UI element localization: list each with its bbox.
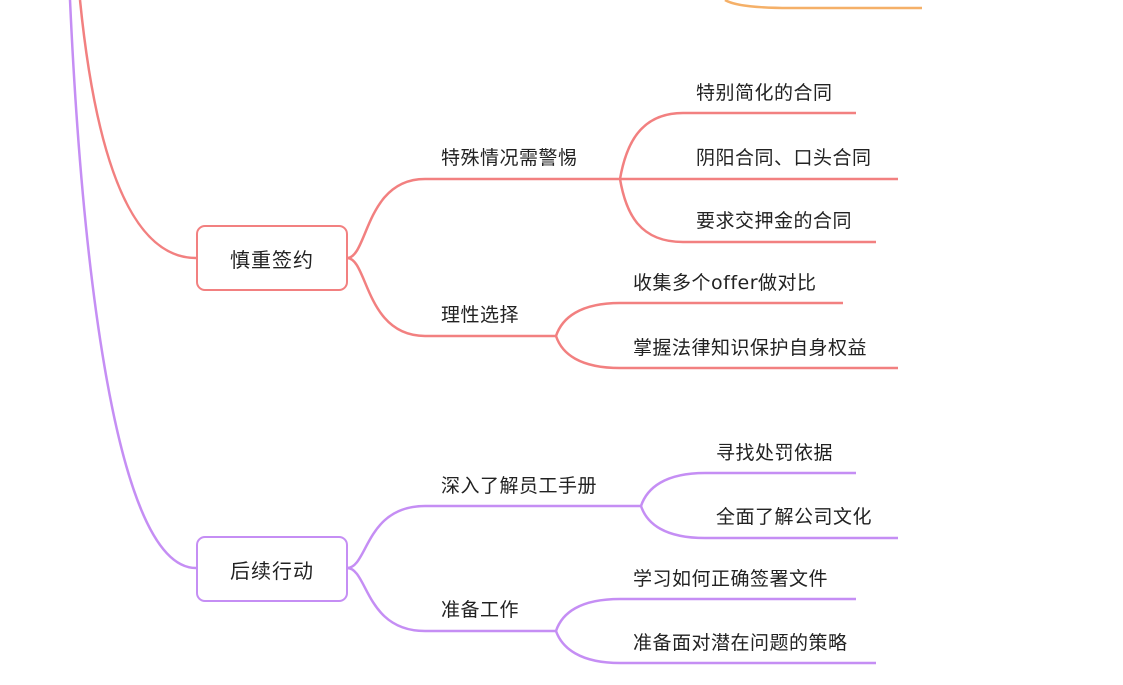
connector-group1-leaf3 <box>618 178 876 244</box>
topic-special-cases[interactable]: 特殊情况需警惕 <box>441 147 578 169</box>
connector-group4-leaf1 <box>554 597 856 632</box>
connector-root-to-signing <box>78 0 197 260</box>
connector-group2-leaf2 <box>554 335 898 370</box>
leaf-simplified-contract[interactable]: 特别简化的合同 <box>696 82 833 104</box>
connector-group1-leaf1 <box>618 111 856 180</box>
leaf-penalty-basis[interactable]: 寻找处罚依据 <box>716 442 834 464</box>
leaf-compare-offers[interactable]: 收集多个offer做对比 <box>633 272 817 294</box>
topic-employee-handbook[interactable]: 深入了解员工手册 <box>441 475 598 497</box>
leaf-yin-yang-contract[interactable]: 阴阳合同、口头合同 <box>696 147 872 169</box>
leaf-deposit-contract[interactable]: 要求交押金的合同 <box>696 210 853 232</box>
leaf-legal-knowledge[interactable]: 掌握法律知识保护自身权益 <box>633 337 868 359</box>
connector-group3-leaf2 <box>639 505 898 540</box>
node-signing-label: 慎重签约 <box>230 247 314 272</box>
connector-signing-to-group1 <box>346 177 620 260</box>
connector-followup-to-group2 <box>346 566 556 633</box>
connector-followup-to-group1 <box>346 504 641 570</box>
leaf-company-culture[interactable]: 全面了解公司文化 <box>716 506 873 528</box>
node-followup[interactable]: 后续行动 <box>196 536 348 602</box>
connector-group3-leaf1 <box>639 471 856 507</box>
connector-group4-leaf2 <box>554 630 876 665</box>
leaf-sign-documents[interactable]: 学习如何正确签署文件 <box>633 568 829 590</box>
node-followup-label: 后续行动 <box>230 558 314 583</box>
connector-root-to-followup <box>68 0 197 570</box>
topic-rational-choice[interactable]: 理性选择 <box>441 304 520 326</box>
connector-orange-partial <box>724 0 922 10</box>
node-signing[interactable]: 慎重签约 <box>196 225 348 291</box>
connector-group2-leaf1 <box>554 301 843 337</box>
leaf-problem-strategy[interactable]: 准备面对潜在问题的策略 <box>633 632 848 654</box>
topic-preparation[interactable]: 准备工作 <box>441 599 520 621</box>
connector-signing-to-group2 <box>346 256 556 338</box>
